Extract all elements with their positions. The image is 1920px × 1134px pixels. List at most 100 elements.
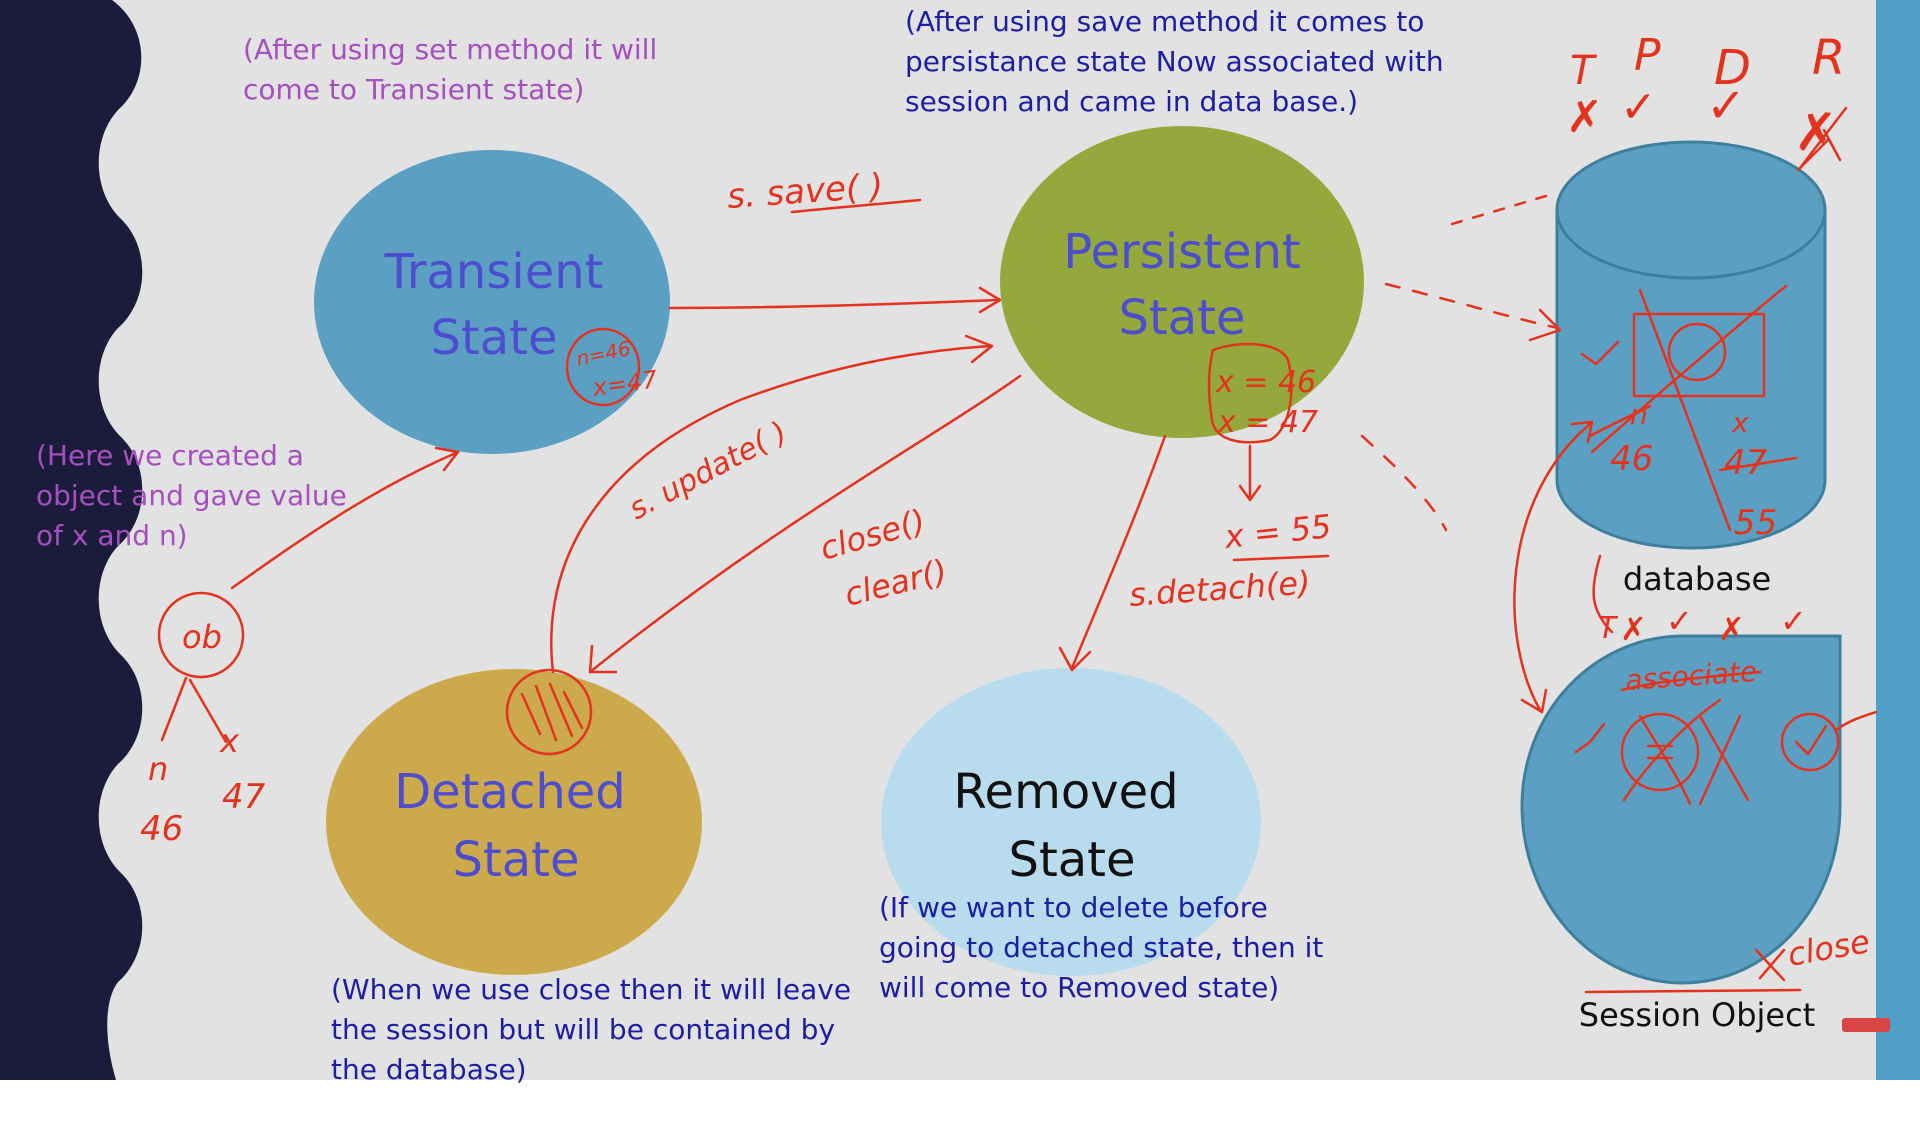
persistent-title-line2: State [1118,290,1245,346]
detached-state-ellipse [326,669,702,975]
persistent-note: (After using save method it comes to per… [905,2,1444,122]
save-underline [790,198,922,214]
db-55: 55 [1734,503,1777,543]
tpdr-letter-t: T [1570,48,1598,94]
removed-title-line1: Removed [953,764,1178,820]
detach-arrowhead [1058,646,1092,672]
database-cylinder [1555,140,1827,550]
session-mark-t: T [1598,611,1619,646]
persistent-note-line2: persistance state Now associated with [905,45,1444,78]
associate-underline [1620,670,1762,692]
persistent-value-2: x = 47 [1217,405,1318,440]
x-label: x [219,722,240,760]
detached-title-line2: State [452,832,579,888]
db-46: 46 [1610,439,1653,479]
persistent-values-box [1207,342,1293,444]
session-mark-3: ✗ [1718,610,1745,648]
session-object-shape [1520,634,1842,985]
create-arrow [230,450,460,590]
persistent-title-line1: Persistent [1063,224,1300,280]
db-inner-circle [1667,322,1727,382]
persistent-note-line3: session and came in data base.) [905,85,1359,118]
session-close-x [1754,948,1786,982]
db-x-label: x [1731,406,1749,439]
n-value: 46 [140,809,183,849]
tpdr-mark-r: ✗ [1794,103,1838,163]
db-inner-box [1632,312,1766,398]
persist-session-dashed [1360,434,1448,532]
removed-note: (If we want to delete before going to de… [879,888,1323,1008]
session-cross-2 [1698,714,1750,806]
db-cross-lines [1590,284,1788,532]
left-wave-band [0,0,143,1080]
detach-underline [1232,554,1330,562]
detached-hatch-circle [505,668,593,756]
x-value: 47 [222,777,266,817]
session-mark-4: ✓ [1780,602,1807,640]
removed-title-line2: State [1008,832,1135,888]
persist-db-upper-dash [1450,194,1548,226]
session-cross-1 [1622,698,1722,806]
created-note-line3: of x and n) [36,519,188,552]
detached-note: (When we use close then it will leave th… [331,970,851,1090]
save-arrow [668,298,1000,310]
tpdr-letter-p: P [1634,30,1661,81]
persist-db-arrowhead [1528,308,1562,342]
transient-title-line2: State [430,310,557,366]
created-note-line2: object and gave value [36,479,347,512]
detached-note-line2: the session but will be contained by [331,1013,836,1046]
session-circle [1620,712,1700,792]
update-arrow [550,344,992,674]
save-arrowhead [978,286,1002,314]
transient-note: (After using set method it will come to … [243,30,657,110]
removed-note-line1: (If we want to delete before [879,891,1268,924]
database-label: database [1623,560,1771,598]
detached-note-line1: (When we use close then it will leave [331,973,852,1006]
persistent-value-1: x = 46 [1215,365,1316,400]
annotation-strokes [157,106,1878,994]
db-47: 47 [1724,443,1768,483]
transient-values-circle [565,327,641,407]
session-check-left [1574,722,1606,754]
bottom-margin [0,1080,1920,1134]
close-arrow [588,374,1022,674]
db-session-hook [1592,554,1614,634]
subscribe-badge[interactable] [1842,1018,1890,1032]
detached-note-line3: the database) [331,1053,527,1086]
tpdr-mark-p: ✓ [1620,82,1657,133]
db-47-strike [1718,456,1798,472]
detached-title-line1: Detached [394,764,626,820]
create-arrowhead [434,446,460,472]
detach-arrow [1070,434,1167,670]
created-note-line1: (Here we created a [36,439,304,472]
right-accent-bar [1876,0,1920,1080]
ob-circle [157,591,245,679]
tpdr-mark-d: ✓ [1706,78,1746,134]
created-note: (Here we created a object and gave value… [36,436,347,556]
transient-state-ellipse [314,150,670,454]
persist-db-arrow [1384,282,1560,330]
removed-note-line2: going to detached state, then it [879,931,1324,964]
removed-state-ellipse [881,668,1261,976]
tpdr-mark-t: ✗ [1566,92,1603,143]
close-arrowhead [588,644,618,674]
db-hook [1588,404,1652,438]
session-small-check [1794,710,1878,756]
transient-note-line1: (After using set method it will [243,33,658,66]
ob-branches [160,676,228,744]
db-n-label: n [1630,398,1648,431]
removed-note-line3: will come to Removed state) [879,971,1280,1004]
db-session-arrowhead-down [1520,688,1548,714]
tpdr-letter-r: R [1812,30,1845,86]
ob-label: ob [182,618,222,656]
session-underline [1584,988,1802,994]
tpdr-letter-d: D [1714,40,1751,96]
transient-note-line2: come to Transient state) [243,73,585,106]
persistent-state-ellipse [1000,126,1364,438]
session-mark-1: ✗ [1620,610,1647,648]
persistent-down-arrow [1238,444,1262,502]
db-session-link [1513,422,1592,712]
tpdr-r-arrow [1798,106,1848,170]
